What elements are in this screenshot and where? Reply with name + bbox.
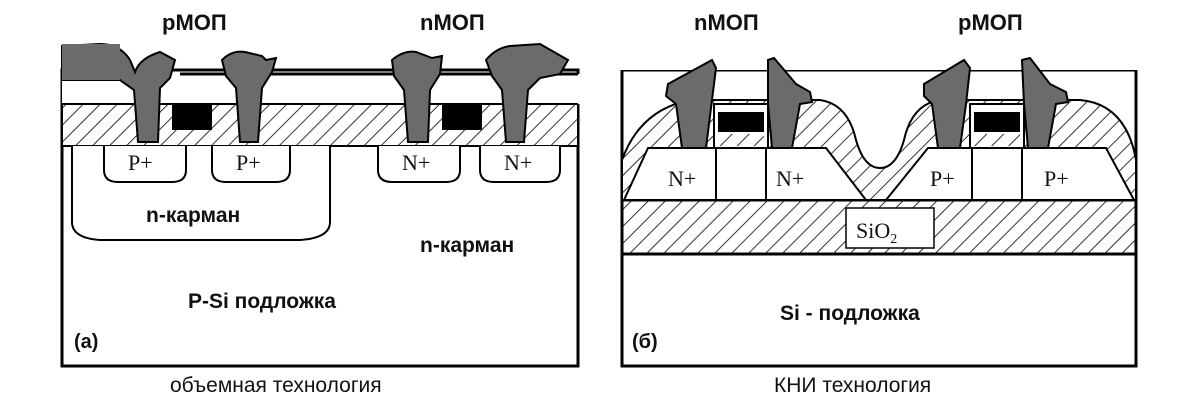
diffusion-a2 (211, 146, 291, 183)
metal-contact-b2 (767, 56, 814, 149)
gate-oxide-b2 (974, 134, 1020, 146)
panel-tag-b: (б) (632, 331, 658, 353)
panel-tag-a: (а) (74, 331, 98, 353)
gate-oxide-b1 (718, 134, 764, 146)
gate-b1 (718, 112, 764, 132)
gate-b2 (974, 112, 1020, 132)
substrate-label-b: Si - подложка (780, 302, 920, 325)
panel-b: nМОП pМОП N+ N+ P+ P+ SiO2 Si - подложка… (620, 10, 1140, 397)
caption-a: объемная технология (170, 374, 382, 397)
substrate-label-a: P-Si подложка (188, 290, 336, 313)
gate-a1 (172, 104, 212, 130)
metal-contact-a3 (390, 50, 444, 143)
label-pmos-b: pМОП (958, 10, 1023, 35)
doping-label-b2: N+ (776, 166, 804, 191)
doping-label-b1: N+ (668, 166, 696, 191)
metal-contact-a2 (220, 50, 278, 143)
channel-b1 (715, 147, 767, 201)
well-label-a1: n-карман (146, 204, 240, 227)
metal-contact-b4 (1020, 56, 1070, 149)
doping-label-a4: N+ (504, 150, 532, 175)
panel-a: pМОП nМОП P+ P+ N+ N+ n-карман n-карман … (60, 10, 580, 397)
caption-b: КНИ технология (774, 374, 931, 397)
gate-a2 (442, 104, 482, 130)
metal-plate-a (62, 44, 120, 80)
diffusion-a4 (479, 146, 561, 183)
doping-label-b4: P+ (1044, 166, 1069, 191)
label-nmos-b: nМОП (694, 10, 759, 35)
doping-label-a3: N+ (402, 150, 430, 175)
sio2-box (845, 207, 935, 249)
label-nmos-a: nМОП (420, 10, 485, 35)
channel-b2 (971, 147, 1023, 201)
label-pmos-a: pМОП (162, 10, 227, 35)
sio2-label: SiO2 (856, 218, 897, 247)
metal-contact-a4 (484, 42, 570, 143)
well-label-a2: n-карман (420, 234, 514, 257)
doping-label-b3: P+ (930, 166, 955, 191)
diffusion-a3 (377, 146, 461, 183)
doping-label-a2: P+ (236, 150, 261, 175)
metal-contact-b3 (923, 58, 972, 149)
doping-label-a1: P+ (128, 150, 153, 175)
diffusion-a1 (103, 146, 187, 183)
metal-contact-b1 (664, 58, 718, 149)
